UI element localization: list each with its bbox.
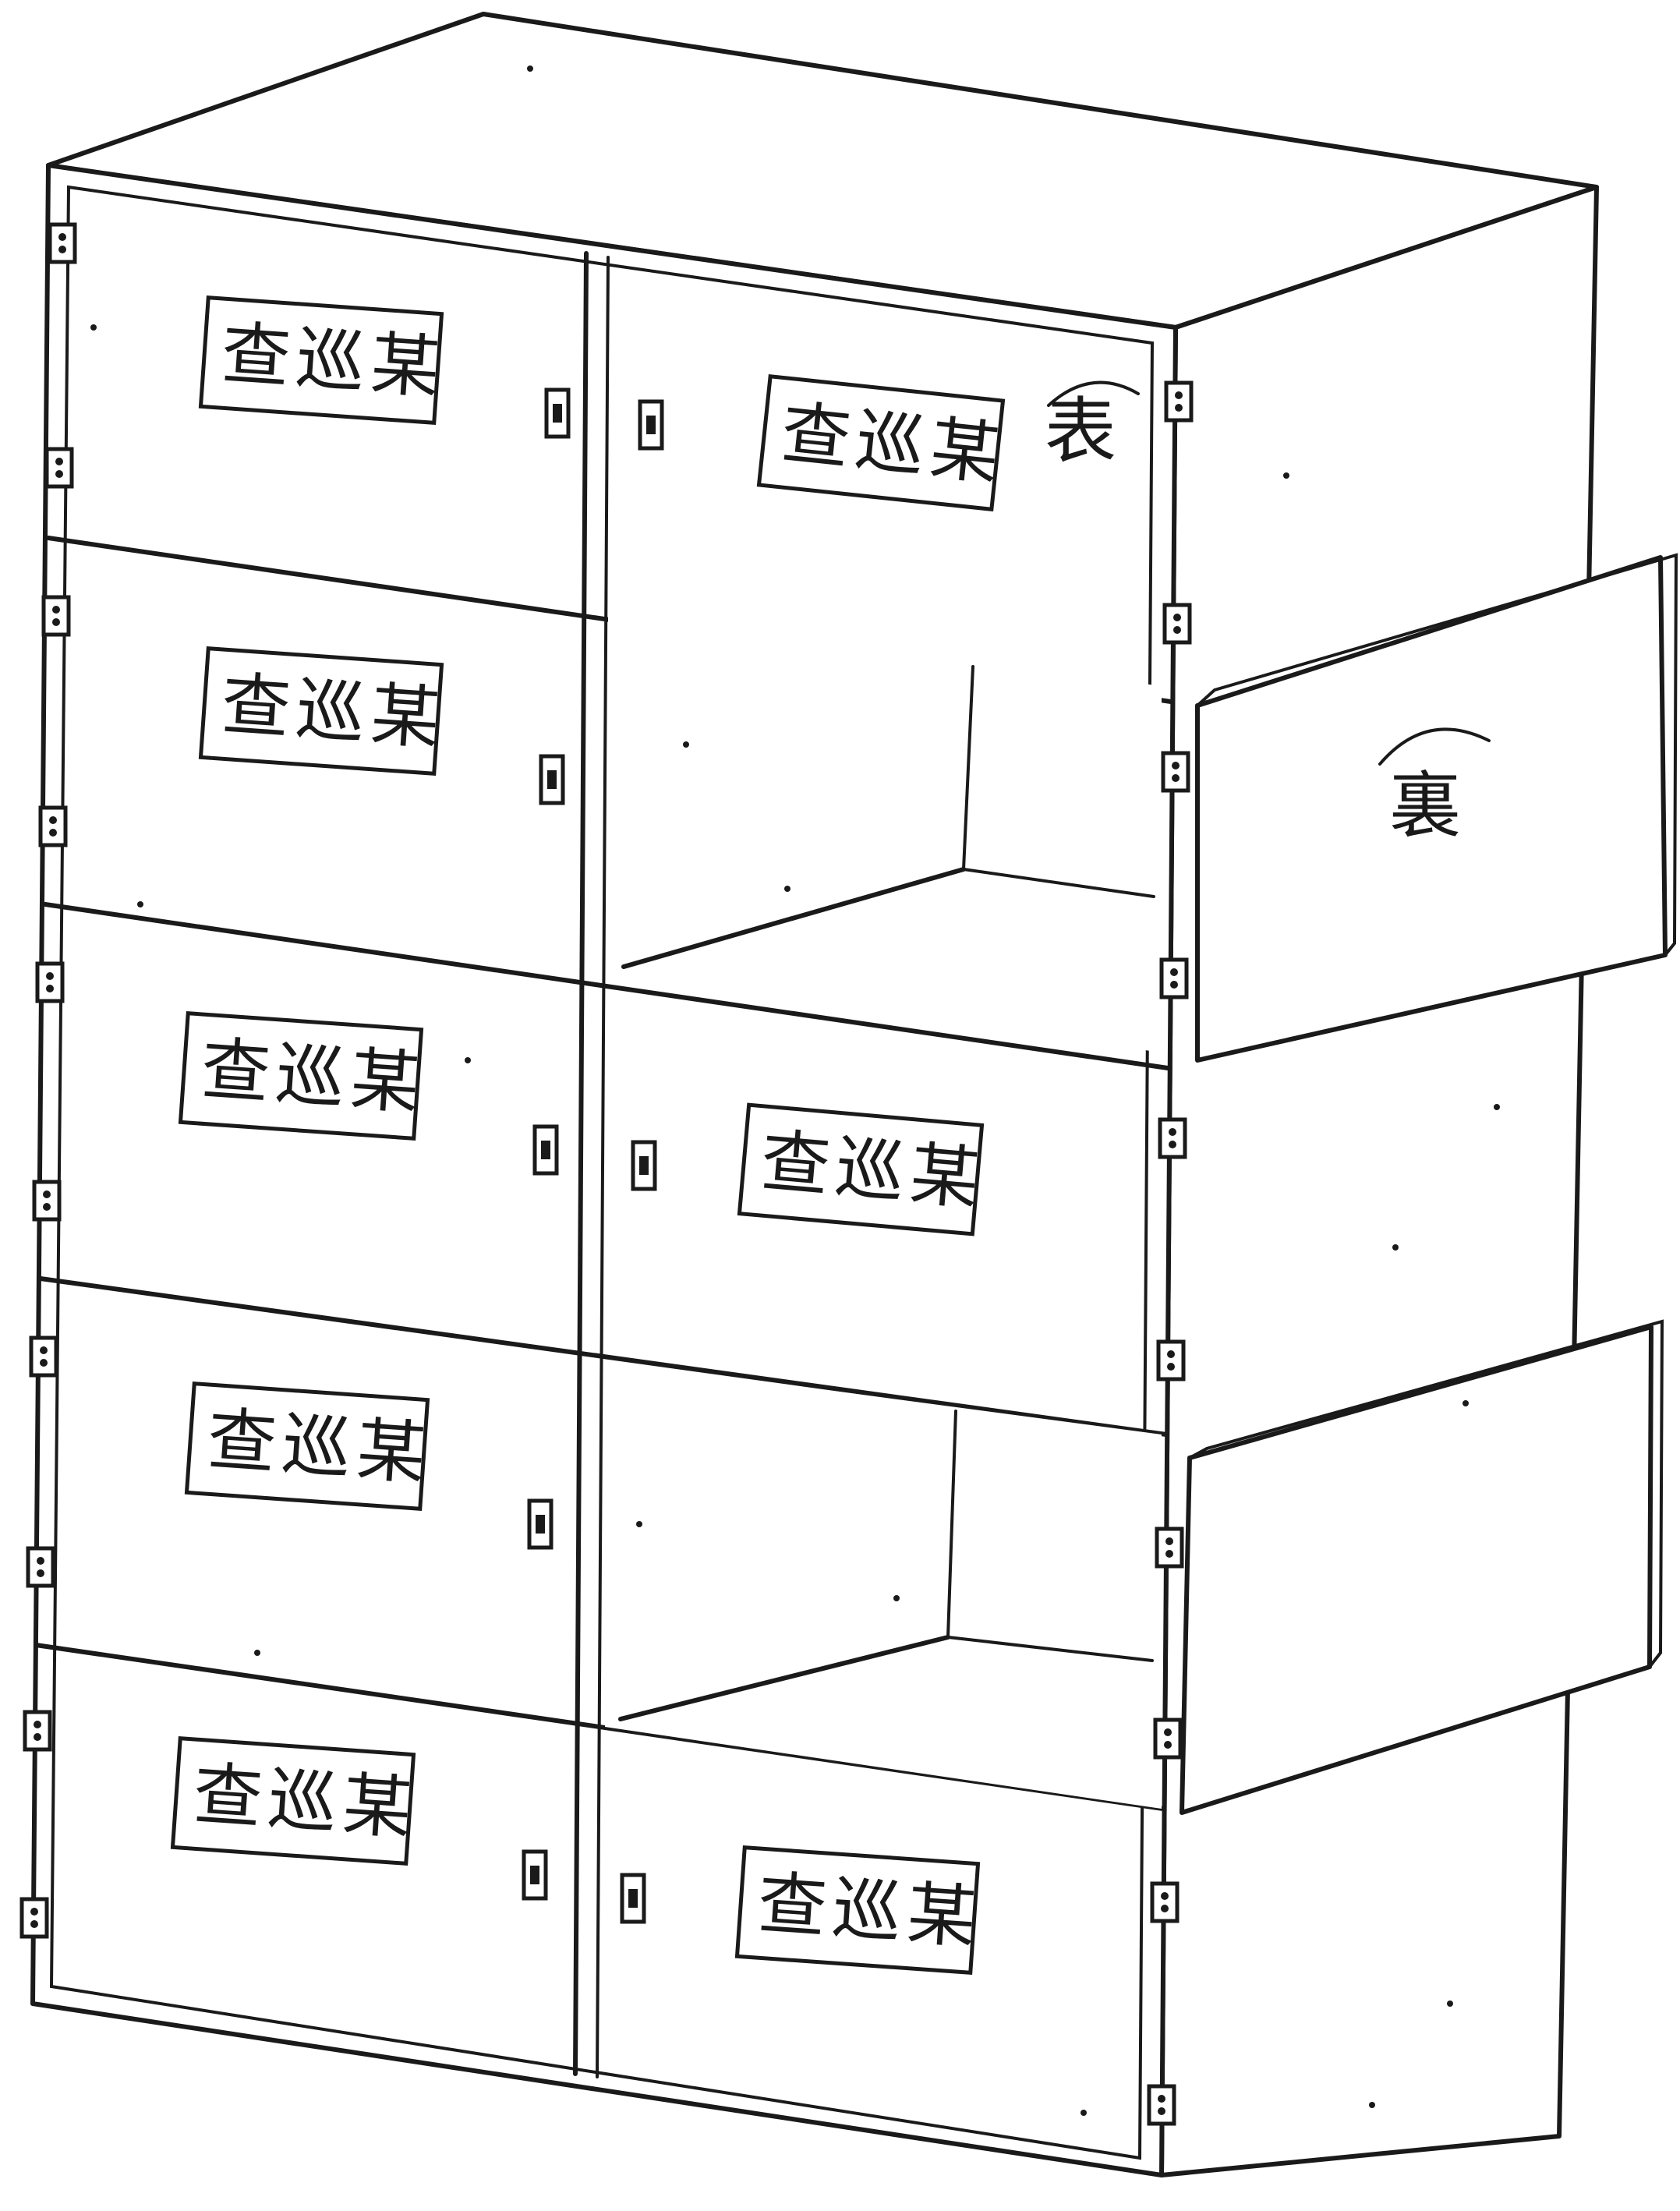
door-right-row-3-label-plate: 查巡某 [737, 1102, 989, 1236]
door-latch [620, 1873, 646, 1924]
speck [784, 886, 790, 892]
speck [683, 741, 689, 748]
cabinet-front [30, 163, 1178, 2177]
door-left-row-2-label-plate: 查巡某 [198, 646, 448, 776]
door-right-row-3-label-text: 查巡某 [758, 1120, 989, 1220]
speck [137, 901, 143, 907]
hinge [1164, 380, 1194, 423]
door-left-row-4-label-text: 查巡某 [205, 1399, 434, 1495]
shelf-line-2 [43, 902, 1170, 1070]
door-left-row-5-label-plate: 查巡某 [170, 1736, 420, 1866]
open-door-upper [1195, 553, 1678, 1063]
speck [1447, 2001, 1453, 2007]
hinge [1158, 1117, 1187, 1159]
hinge [1150, 1881, 1180, 1923]
hinge [38, 805, 68, 847]
speck [1283, 472, 1289, 479]
door-latch [532, 1124, 559, 1176]
front-mark-text: 表 [1045, 390, 1116, 473]
hinge [41, 595, 71, 637]
open-compartment-lower [605, 1360, 1162, 1809]
door-left-row-2-label-text: 查巡某 [219, 663, 448, 759]
door-latch [638, 399, 664, 451]
hinge [19, 1897, 49, 1939]
door-latch [522, 1849, 548, 1901]
hinge [32, 1180, 62, 1222]
hinge [26, 1546, 55, 1588]
door-left-row-4-label-plate: 查巡某 [184, 1381, 434, 1511]
open-compartment-upper [608, 616, 1162, 1052]
hinge [35, 961, 65, 1003]
speck [465, 1057, 471, 1063]
speck [254, 1650, 260, 1656]
speck [1462, 1400, 1469, 1406]
door-right-row-5-label-plate: 查巡某 [734, 1845, 985, 1975]
door-right-row-5-label-text: 查巡某 [755, 1863, 985, 1958]
speck [893, 1595, 900, 1601]
centre-divider-inner [596, 256, 610, 2078]
hinge [1159, 957, 1189, 999]
door-left-row-3-label-text: 查巡某 [199, 1028, 428, 1124]
shelf-line-3 [38, 1276, 1169, 1437]
hinge [44, 447, 74, 489]
front-mark: 表 [1045, 380, 1140, 473]
door-latch [631, 1140, 657, 1191]
speck [1081, 2110, 1087, 2116]
front-frame-inner [49, 185, 1155, 2160]
hinge [1153, 1718, 1183, 1760]
door-left-row-3-label-plate: 查巡某 [178, 1011, 428, 1141]
open-door-lower [1180, 1319, 1664, 1815]
shelf-line-4 [34, 1643, 1165, 1811]
cabinet-side [1159, 185, 1599, 2177]
speck [527, 65, 533, 72]
door-latch [539, 754, 565, 805]
back-mark-text: 裏 [1389, 764, 1461, 847]
speck [636, 1521, 642, 1527]
speck [90, 324, 97, 331]
speck [1392, 1244, 1399, 1251]
hinge [1155, 1526, 1184, 1569]
hinge [29, 1335, 58, 1378]
door-left-row-5-label-text: 查巡某 [191, 1753, 420, 1849]
hinge [48, 222, 77, 264]
door-latch [527, 1498, 554, 1550]
centre-divider [573, 251, 589, 2076]
hinge [1156, 1339, 1186, 1381]
door-latch [544, 387, 571, 439]
door-left-row-1-label-text: 查巡某 [219, 313, 448, 409]
hinge [1161, 751, 1190, 793]
hinge [1147, 2084, 1176, 2126]
door-right-row-1-label-plate: 查巡某 [756, 373, 1010, 512]
door-left-row-1-label-plate: 查巡某 [198, 295, 448, 425]
print-specks [90, 65, 1500, 2116]
speck [1494, 1104, 1500, 1110]
hinge [23, 1710, 52, 1752]
back-mark: 裏 [1378, 727, 1491, 847]
speck [1369, 2102, 1375, 2108]
hinge [1162, 603, 1192, 645]
